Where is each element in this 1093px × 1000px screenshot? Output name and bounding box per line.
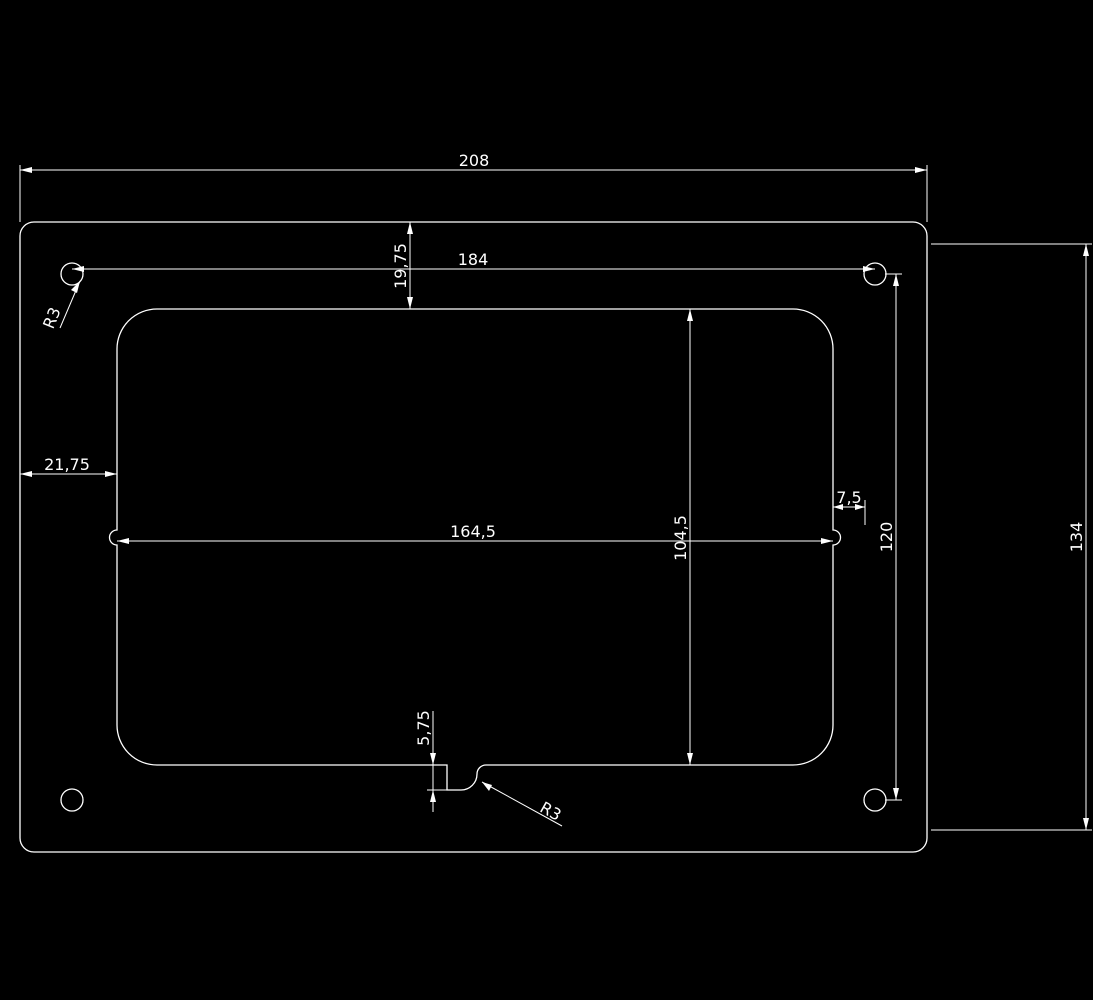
slot-depth-label: 7,5 <box>836 488 861 507</box>
dim-cutout-width: 164,5 <box>117 522 833 544</box>
cutout-height-label: 104,5 <box>671 515 690 561</box>
radius-leader-notch: R3 <box>481 781 565 827</box>
dim-notch-depth: 5,75 <box>414 710 447 812</box>
mounting-hole-bottom-right <box>863 788 887 812</box>
hole-spacing-horizontal-label: 184 <box>458 250 489 269</box>
notch-radius-label: R3 <box>537 798 565 825</box>
mounting-hole-top-left <box>60 262 84 286</box>
mounting-hole-bottom-left <box>60 788 84 812</box>
dim-hole-spacing-vertical: 120 <box>877 273 902 801</box>
plate-outline <box>19 221 928 853</box>
radius-leader-hole: R3 <box>39 280 81 332</box>
overall-width-label: 208 <box>459 151 490 170</box>
hole-spacing-vertical-label: 120 <box>877 522 896 553</box>
hole-radius-label: R3 <box>39 305 65 332</box>
left-margin-label: 21,75 <box>44 455 90 474</box>
dim-top-margin: 19,75 <box>391 222 413 309</box>
dim-cutout-height: 104,5 <box>671 309 693 765</box>
inner-cutout <box>108 308 842 791</box>
dim-overall-height: 134 <box>931 243 1092 831</box>
overall-height-label: 134 <box>1067 522 1086 553</box>
mounting-hole-top-right <box>863 262 887 286</box>
notch-depth-label: 5,75 <box>414 710 433 746</box>
dim-slot-depth: 7,5 <box>832 488 866 530</box>
dim-hole-spacing-horizontal: 184 <box>72 250 875 272</box>
top-margin-label: 19,75 <box>391 243 410 289</box>
dim-overall-width: 208 <box>19 151 928 222</box>
dim-left-margin: 21,75 <box>20 455 117 477</box>
cutout-width-label: 164,5 <box>450 522 496 541</box>
